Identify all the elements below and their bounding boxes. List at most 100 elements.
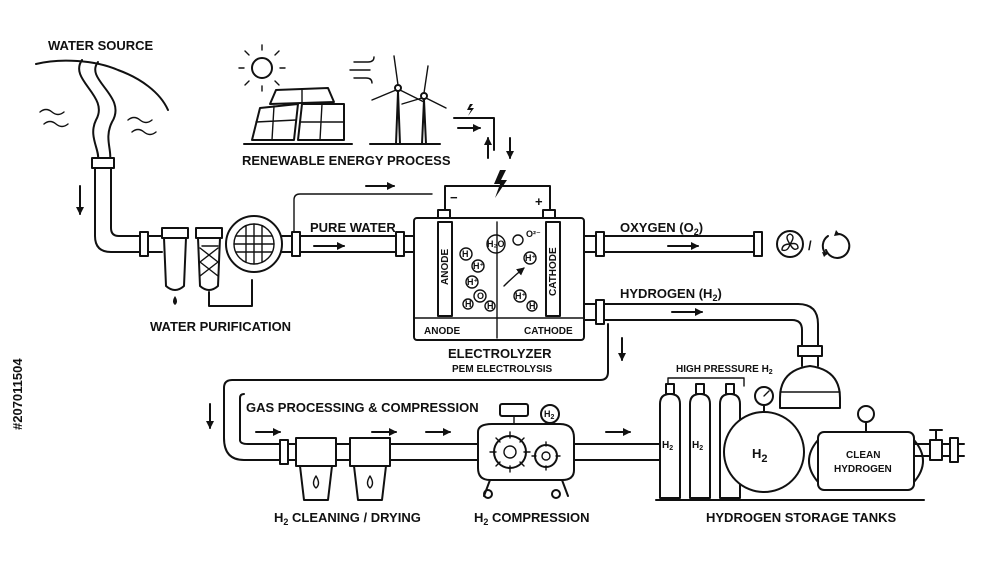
minus-sign: − — [450, 190, 458, 205]
lightning-icon — [467, 104, 474, 116]
molecule-o2-minus: O²⁻ — [512, 229, 541, 246]
pipe-flange — [91, 157, 115, 169]
water-drop-icon — [312, 475, 320, 489]
renewable-energy-group: RENEWABLE ENERGY PROCESS — [238, 44, 514, 168]
water-wave-icon — [39, 108, 65, 116]
pipe-bend-outer — [797, 303, 819, 349]
lightning-icon — [494, 170, 507, 198]
vessel-flange — [797, 345, 823, 357]
cathode-terminal — [542, 209, 556, 219]
cathode-vertical-label: CATHODE — [548, 247, 559, 296]
hydrogen-output-group: HYDROGEN (H2) — [223, 286, 819, 441]
gear-hub — [541, 451, 551, 461]
wind-turbine-icon — [401, 65, 447, 109]
power-terminal-wires — [444, 185, 551, 211]
plus-sign: + — [535, 194, 543, 209]
electrolyzer-cell — [413, 217, 585, 341]
sphere-h2-label: H2 — [752, 446, 768, 465]
clean-hydrogen-tank — [817, 431, 915, 491]
water-pipe — [94, 167, 163, 257]
anode-plate — [437, 221, 453, 317]
molecule-h-plus: H⁺ — [523, 251, 537, 265]
compressor-legs — [483, 479, 569, 497]
solar-panel-icon — [251, 103, 299, 141]
molecule-h2o: H₂O — [486, 234, 506, 254]
water-wave-icon — [43, 120, 69, 128]
pem-electrolysis-label: PEM ELECTROLYSIS — [452, 364, 553, 375]
water-drop-icon — [173, 296, 177, 305]
svg-text:H: H — [465, 299, 472, 309]
filter-housing — [349, 437, 391, 467]
valve-handle-icon — [929, 429, 943, 441]
anode-bottom-label: ANODE — [424, 326, 460, 337]
drying-filter-icon — [353, 465, 387, 501]
pipe-flange — [395, 231, 405, 257]
reaction-arrow — [503, 267, 525, 287]
molecule-h-plus: H⁺ — [513, 289, 527, 303]
compression-label: H2 COMPRESSION — [474, 510, 590, 527]
sun-icon — [251, 57, 273, 79]
pipe-flange — [279, 439, 289, 465]
cathode-bottom-label: CATHODE — [524, 326, 573, 337]
solar-panel-grid — [255, 105, 297, 141]
gauge-needle — [763, 390, 770, 397]
pipe-flange — [291, 231, 301, 257]
compressor-wheel — [483, 489, 493, 499]
image-id-watermark: #207011504 — [10, 358, 25, 430]
molecule-h: H — [526, 300, 538, 312]
cylinder-valve — [725, 383, 735, 395]
water-source-group: WATER SOURCE — [35, 38, 169, 215]
recycle-arrowheads — [822, 230, 840, 257]
high-pressure-bracket — [667, 377, 745, 387]
water-purification-group: WATER PURIFICATION — [150, 215, 291, 334]
water-wave-icon — [127, 116, 153, 124]
hydrogen-label: HYDROGEN (H2) — [620, 286, 722, 303]
spherical-tank-icon — [723, 411, 805, 493]
gas-processing-group: GAS PROCESSING & COMPRESSION H2 CLEANING… — [206, 400, 661, 527]
recycle-icon — [825, 232, 851, 259]
svg-text:H⁺: H⁺ — [473, 261, 484, 271]
fan-icon — [776, 230, 804, 258]
pipe-outer — [94, 167, 163, 253]
filter-cartridge — [163, 237, 187, 291]
vessel-neck — [801, 355, 819, 367]
return-pipe-inner — [239, 393, 245, 441]
electrolyzer-label: ELECTROLYZER — [448, 346, 552, 361]
pipe-flange — [139, 231, 149, 257]
drying-filter-icon — [299, 465, 333, 501]
return-pipe-outer — [223, 323, 609, 439]
river-left-bank — [78, 59, 100, 161]
water-drop-icon — [366, 475, 374, 489]
anode-terminal — [437, 209, 451, 219]
cylinder-h2-label: H2 — [692, 440, 703, 452]
valve-body — [929, 439, 943, 461]
svg-text:H⁺: H⁺ — [515, 291, 526, 301]
oxygen-label: OXYGEN (O2) — [620, 220, 703, 237]
river-bank-line — [35, 59, 169, 111]
strainer-grid — [233, 223, 275, 265]
water-purification-label: WATER PURIFICATION — [150, 319, 291, 334]
svg-text:H: H — [529, 301, 536, 311]
energy-feed-line — [453, 117, 495, 151]
molecule-h: H — [484, 300, 496, 312]
wind-icon — [349, 56, 375, 84]
svg-text:H: H — [462, 249, 469, 259]
filter-cap — [161, 227, 189, 239]
anode-vertical-label: ANODE — [440, 249, 451, 285]
wind-turbine-icon — [371, 55, 425, 103]
gear-teeth — [531, 441, 561, 471]
renewable-energy-label: RENEWABLE ENERGY PROCESS — [242, 153, 451, 168]
pipe-bend-inner — [583, 319, 803, 349]
process-pipe-top — [239, 439, 661, 445]
filter-housing — [295, 437, 337, 467]
water-wave-icon — [131, 128, 157, 136]
pipe-flange — [595, 299, 605, 325]
fan-blades — [781, 233, 799, 252]
pipe-flange — [753, 231, 763, 257]
molecule-h: H — [462, 298, 474, 310]
svg-text:O: O — [477, 291, 484, 301]
gear-teeth — [489, 431, 531, 473]
reactor-vessel — [779, 365, 841, 409]
molecule-h-plus: H — [459, 247, 473, 261]
